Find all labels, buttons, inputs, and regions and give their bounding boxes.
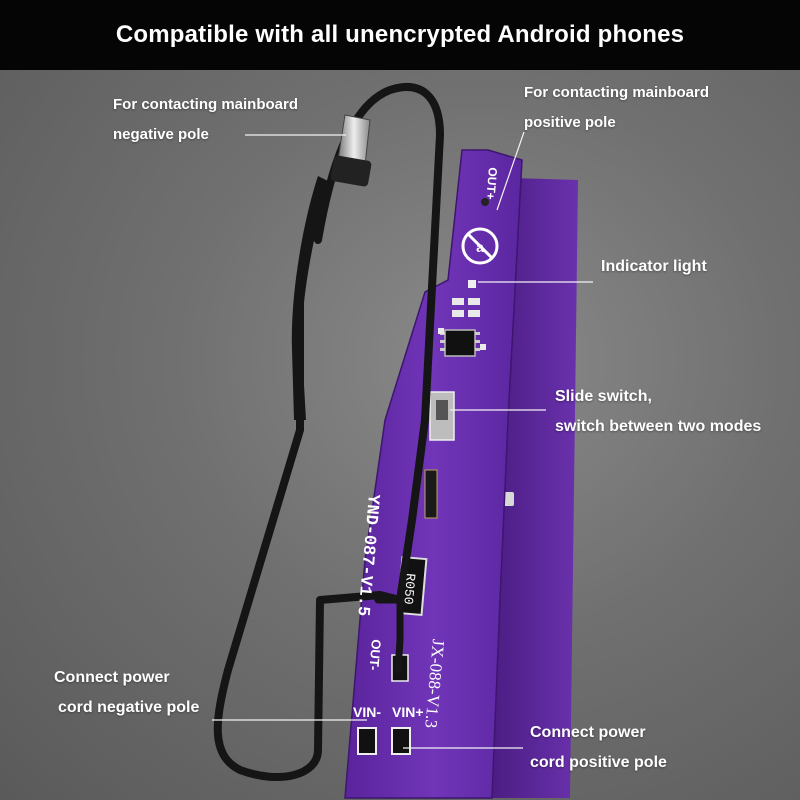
gold-pad (424, 469, 438, 519)
slide-switch-knob (436, 400, 448, 420)
leader-lines (212, 131, 593, 749)
vin-minus-pad (357, 727, 377, 755)
label-line: Connect power (54, 669, 170, 686)
cable-to-pad (374, 596, 404, 674)
label-mainboard-positive: For contacting mainboard positive pole (524, 78, 709, 138)
probe-tip (330, 114, 372, 187)
vin-plus-pad (391, 727, 411, 755)
indicator-led (468, 280, 476, 288)
resistor-label: R050 (400, 572, 418, 606)
out-plus-hole (481, 198, 489, 206)
out-plus-label: OUT+ (483, 166, 500, 201)
label-line: For contacting mainboard (113, 96, 299, 113)
label-line: For contacting mainboard (524, 84, 710, 101)
label-line: cord negative pole (58, 699, 200, 716)
label-line: cord positive pole (530, 754, 667, 771)
out-minus-label: OUT- (366, 638, 384, 671)
logo-icon: a (461, 227, 499, 265)
label-line: positive pole (524, 114, 616, 131)
label-line: negative pole (113, 126, 209, 143)
label-mainboard-negative: For contacting mainboard negative pole (113, 90, 298, 150)
label-line: Slide switch, (555, 388, 652, 405)
label-line: switch between two modes (555, 418, 762, 435)
label-line: Indicator light (601, 258, 707, 275)
banner-title: Compatible with all unencrypted Android … (115, 21, 685, 48)
ic-chip (444, 329, 476, 357)
vin-plus-label: VIN+ (392, 704, 424, 720)
label-cord-positive: Connect power cord positive pole (530, 718, 667, 778)
smd-components (438, 298, 486, 350)
label-indicator-light: Indicator light (601, 252, 707, 282)
svg-text:a: a (476, 239, 484, 255)
probe-handle (291, 176, 330, 420)
vin-minus-label: VIN- (353, 704, 381, 720)
label-slide-switch: Slide switch, switch between two modes (555, 382, 761, 442)
label-cord-negative: Connect power cord negative pole (54, 663, 199, 723)
label-line: Connect power (530, 724, 646, 741)
title-banner: Compatible with all unencrypted Android … (0, 0, 800, 70)
